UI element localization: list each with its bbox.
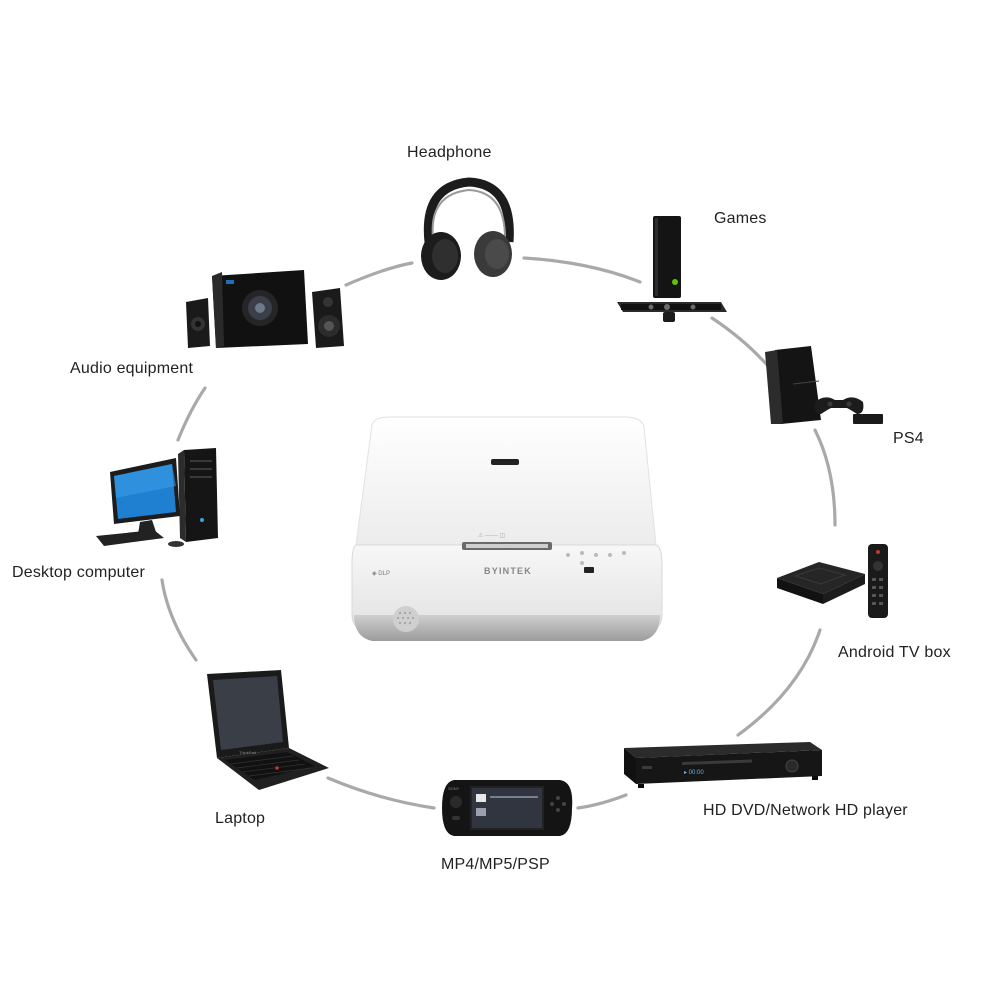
- audio-equipment: [182, 268, 348, 352]
- ring-segment: [326, 776, 436, 810]
- ring-segment: [736, 628, 822, 737]
- label-hd-dvd-player: HD DVD/Network HD player: [703, 802, 908, 819]
- label-psp: MP4/MP5/PSP: [441, 856, 550, 873]
- label-desktop: Desktop computer: [12, 564, 146, 581]
- power-button: [584, 567, 594, 573]
- ring-segment: [160, 578, 198, 662]
- projector-illustration: ⚠ ─── ◫ BYINTEK ◈ DLP: [351, 416, 663, 641]
- psp-icon: SONY: [442, 780, 573, 836]
- speakers-icon: [186, 270, 344, 348]
- label-audio: Audio equipment: [70, 360, 194, 377]
- label-android-tv-box: Android TV box: [838, 644, 951, 661]
- hd-dvd-player: ▸ 00:00: [622, 740, 827, 795]
- ps4-icon: [765, 346, 883, 424]
- headphone: [415, 172, 520, 282]
- svg-text:⚠ ─── ◫: ⚠ ─── ◫: [478, 532, 505, 539]
- ring-segment: [176, 386, 207, 442]
- tv-box-icon: [777, 544, 888, 618]
- xbox-icon: [617, 216, 727, 322]
- svg-text:◈ DLP: ◈ DLP: [372, 571, 390, 577]
- svg-text:SONY: SONY: [448, 786, 460, 791]
- psp-device: SONY: [440, 778, 574, 840]
- ring-segment: [813, 428, 837, 527]
- ring-segment: [522, 256, 642, 284]
- ring-segment: [344, 261, 414, 287]
- label-games: Games: [714, 210, 767, 227]
- svg-text:▸ 00:00: ▸ 00:00: [684, 770, 704, 776]
- android-tv-box: [775, 542, 895, 622]
- label-ps4: PS4: [893, 430, 924, 447]
- svg-text:ThinkPad: ThinkPad: [239, 750, 256, 755]
- label-headphone: Headphone: [407, 144, 492, 161]
- games-console: [617, 214, 727, 324]
- projector: ⚠ ─── ◫ BYINTEK ◈ DLP: [350, 415, 665, 650]
- laptop: ThinkPad: [203, 668, 331, 794]
- laptop-icon: ThinkPad: [207, 670, 329, 790]
- dvd-player-icon: ▸ 00:00: [624, 742, 822, 788]
- headphone-icon: [421, 177, 514, 280]
- desktop-icon: [96, 448, 218, 547]
- label-laptop: Laptop: [215, 810, 266, 827]
- projector-brand: BYINTEK: [484, 566, 532, 576]
- ps4-console: [763, 344, 885, 426]
- ring-segment: [710, 316, 770, 368]
- desktop-computer: [94, 446, 222, 552]
- ring-segment: [576, 793, 628, 810]
